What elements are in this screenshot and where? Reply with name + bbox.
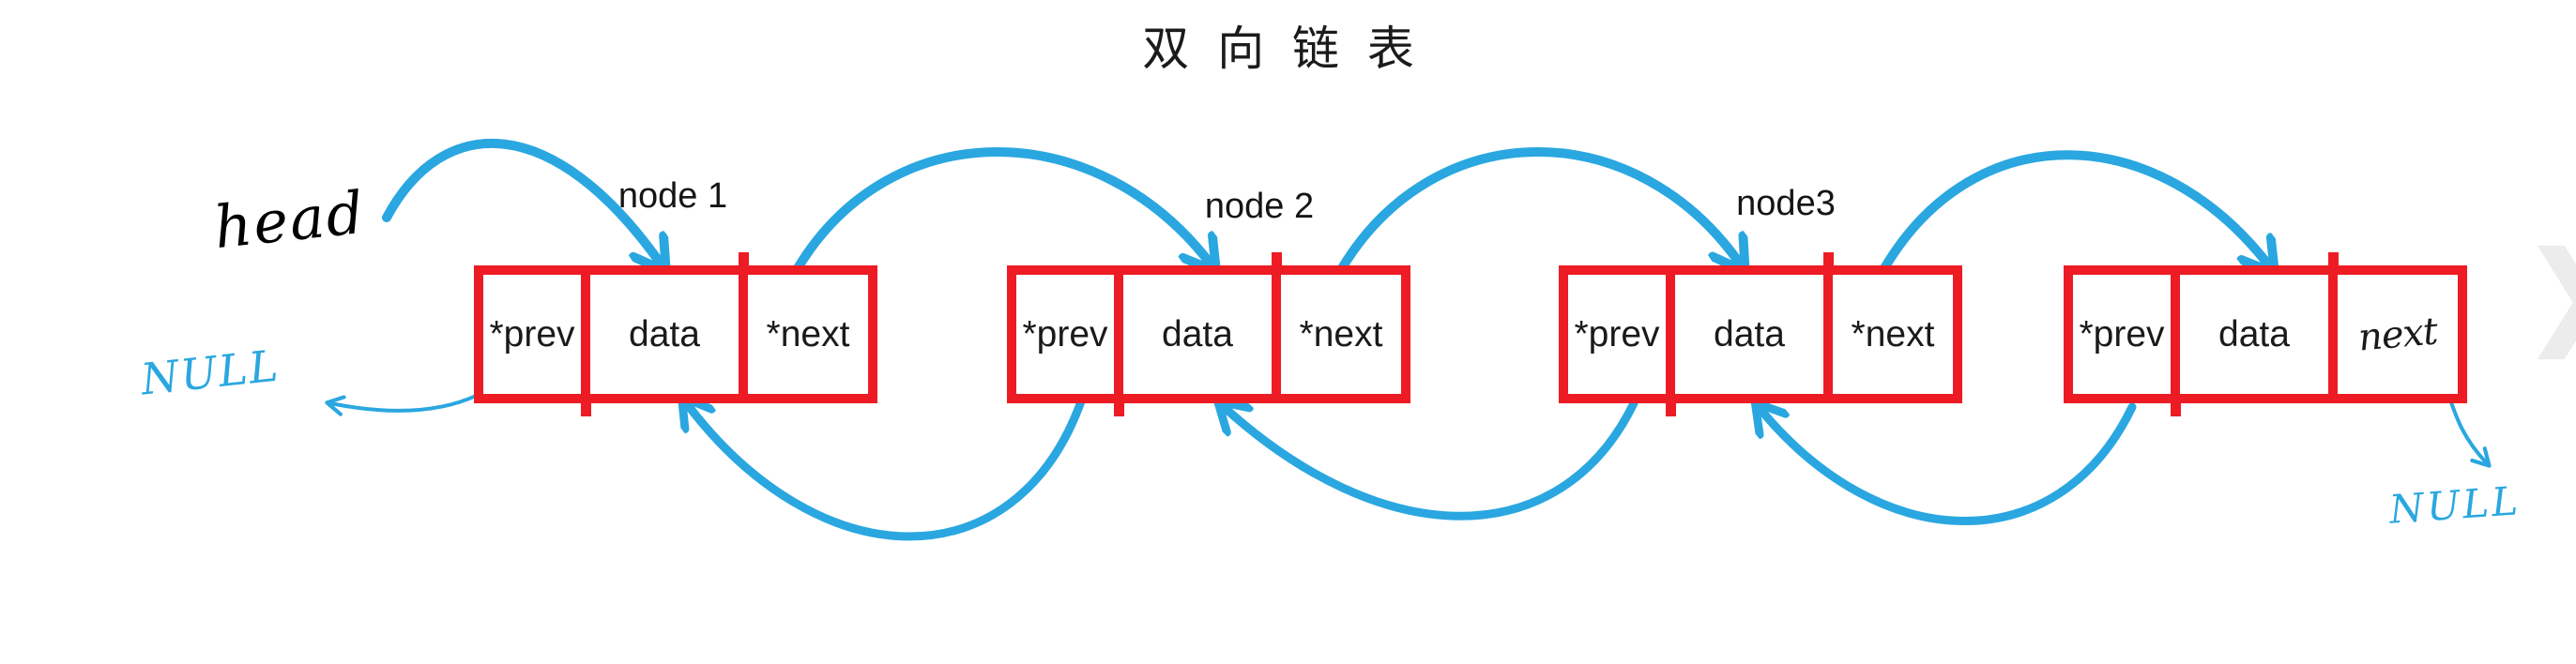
node4-handwritten-next-label: next (2356, 309, 2439, 360)
diagram-title: 双 向 链 表 (1142, 23, 1422, 75)
node1-prev-cell: *prev (489, 313, 575, 355)
arrow-node3-prev-to-node2 (1222, 403, 1639, 521)
node1-label: node 1 (617, 176, 728, 216)
node3-prev-cell: *prev (1574, 313, 1660, 355)
node2-data-cell: data (1114, 275, 1281, 394)
node4-next-cell: next (2338, 275, 2458, 394)
node4-data-cell: data (2171, 275, 2338, 394)
node3-next-cell: *next (1851, 313, 1935, 355)
null-label-right: NULL (2387, 477, 2523, 533)
next-page-chevron-icon[interactable]: ❯ (2524, 230, 2576, 358)
node2-box: *prev data *next (1007, 252, 1410, 416)
arrow-node3-next-to-node4 (1880, 150, 2271, 268)
node3-box: *prev data *next (1559, 252, 1962, 416)
arrow-node2-next-to-node3 (1337, 147, 1742, 268)
null-label-left: NULL (138, 340, 282, 405)
arrow-node2-prev-to-node1 (685, 401, 1086, 541)
node1-next-cell: *next (766, 313, 850, 355)
arrow-node1-next-to-node2 (793, 147, 1212, 268)
node2-prev-cell: *prev (1022, 313, 1108, 355)
node4-prev-cell: *prev (2079, 313, 2165, 355)
arrow-node4-prev-to-node3 (1759, 407, 2137, 525)
node2-next-cell: *next (1299, 313, 1383, 355)
node2-label: node 2 (1204, 187, 1315, 226)
node1-data-cell: data (581, 275, 748, 394)
node1-box: *prev data *next (474, 252, 877, 416)
node3-label: node3 (1736, 184, 1836, 223)
node3-data-cell: data (1666, 275, 1833, 394)
head-pointer-label: head (210, 177, 369, 263)
node4-box: *prev data next (2064, 252, 2467, 416)
